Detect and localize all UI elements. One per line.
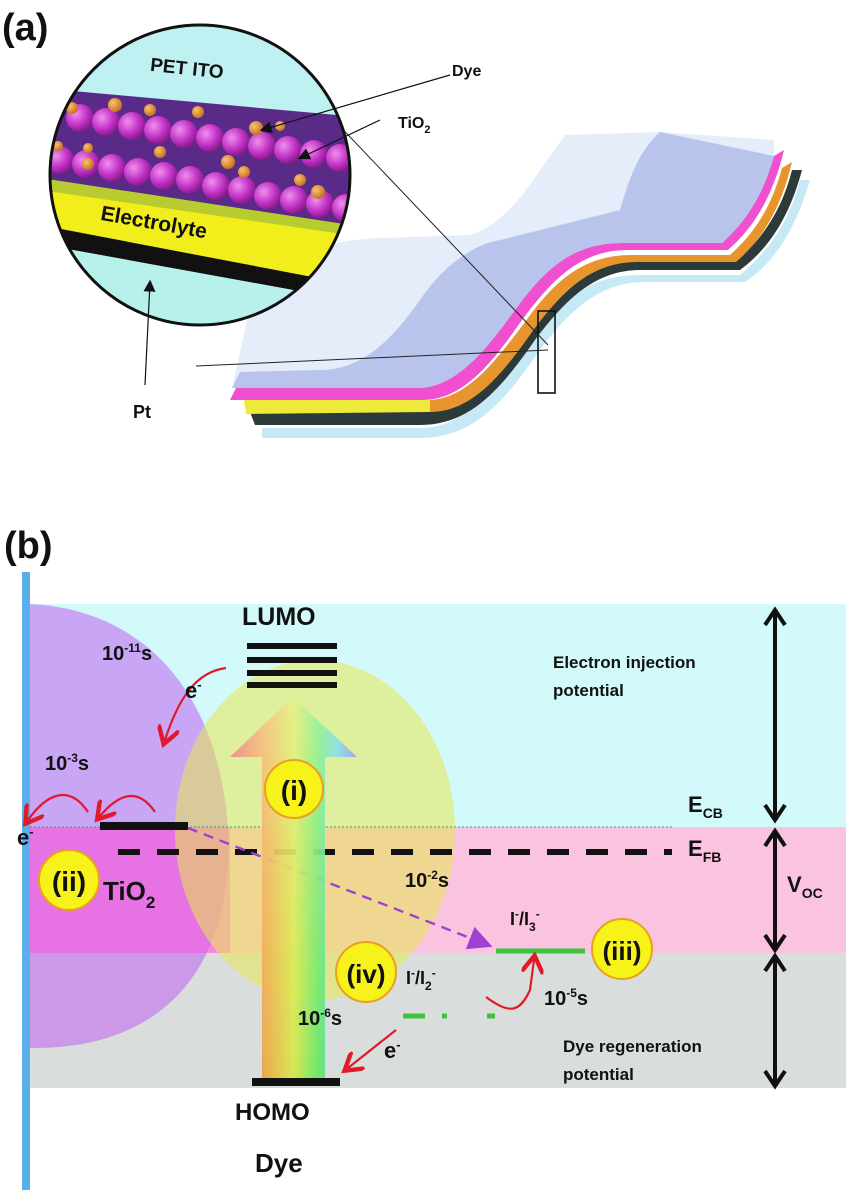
dye-callout-label: Dye bbox=[452, 63, 481, 80]
excitation-arrow bbox=[230, 697, 357, 1078]
lumo-label: LUMO bbox=[242, 603, 316, 631]
electrolyte-top-band bbox=[50, 178, 350, 238]
ecb-label: ECB bbox=[688, 792, 723, 821]
pt-callout-label: Pt bbox=[133, 402, 151, 422]
timescale-redox: 10-5s bbox=[544, 986, 588, 1010]
svg-text:(iii): (iii) bbox=[603, 936, 642, 966]
electron-label-injection: e- bbox=[185, 677, 202, 703]
svg-text:(ii): (ii) bbox=[52, 866, 86, 897]
svg-text:(iv): (iv) bbox=[347, 959, 386, 989]
step-badge-iii: (iii) bbox=[591, 918, 653, 980]
potential-arrows bbox=[763, 606, 787, 1090]
inset-border bbox=[48, 23, 352, 327]
sheet-orange bbox=[430, 162, 792, 412]
zoom-line-bottom bbox=[195, 349, 549, 367]
dye-callout-line bbox=[259, 74, 451, 134]
timescale-transport: 10-3s bbox=[45, 751, 89, 775]
step-badge-i: (i) bbox=[264, 759, 324, 819]
dye-label: Dye bbox=[255, 1148, 303, 1178]
efb-label: EFB bbox=[688, 836, 721, 865]
panel-b: (b) LUMO HOMO Dye bbox=[4, 525, 846, 1190]
lumo-levels bbox=[247, 643, 337, 688]
pt-callout-line bbox=[143, 279, 156, 386]
magnified-inset: PET ITO Electrolyte bbox=[48, 23, 352, 327]
step-badge-iv: (iv) bbox=[335, 941, 397, 1003]
pt-layer bbox=[50, 225, 350, 304]
sheet-top-blue bbox=[232, 132, 774, 388]
timescale-dye-regeneration: 10-6s bbox=[298, 1006, 342, 1030]
tio2-callout-line bbox=[297, 119, 381, 160]
flexible-device bbox=[195, 117, 810, 438]
step-badge-ii: (ii) bbox=[38, 849, 100, 911]
i3-redox-label: I-/I3- bbox=[510, 907, 540, 934]
zoom-region-box bbox=[537, 310, 556, 394]
dye-reduction-arrow bbox=[348, 1029, 397, 1068]
i2-redox-label: I-/I2- bbox=[406, 966, 436, 993]
transport-arrow-2 bbox=[28, 793, 89, 820]
sheet-yellow bbox=[244, 400, 430, 414]
tio2-callout-label: TiO2 bbox=[398, 115, 431, 136]
homo-label: HOMO bbox=[235, 1099, 310, 1126]
electron-label-collected: e- bbox=[17, 824, 34, 850]
sheet-top-sheen bbox=[232, 132, 774, 388]
callouts: Dye TiO2 Pt bbox=[133, 63, 481, 422]
injection-arrow bbox=[165, 666, 227, 740]
recombination-arrow bbox=[187, 826, 493, 950]
tio2-label: TiO2 bbox=[103, 876, 155, 912]
electrode-bar bbox=[22, 572, 30, 1190]
regeneration-arrow bbox=[485, 960, 534, 1010]
svg-text:(i): (i) bbox=[281, 775, 307, 806]
timescale-injection: 10-11s bbox=[102, 641, 152, 665]
voc-label: VOC bbox=[787, 872, 823, 901]
tio2-particles bbox=[50, 104, 350, 222]
electron-label-regeneration: e- bbox=[384, 1037, 401, 1063]
panel-a: (a) bbox=[2, 7, 810, 438]
transport-arrow-1 bbox=[100, 794, 156, 816]
electrolyte-layer bbox=[50, 178, 350, 290]
panel-a-label: (a) bbox=[2, 7, 48, 49]
panel-b-label: (b) bbox=[4, 525, 53, 567]
timescale-recombination: 10-2s bbox=[405, 868, 449, 892]
zoom-line-top bbox=[331, 117, 549, 346]
